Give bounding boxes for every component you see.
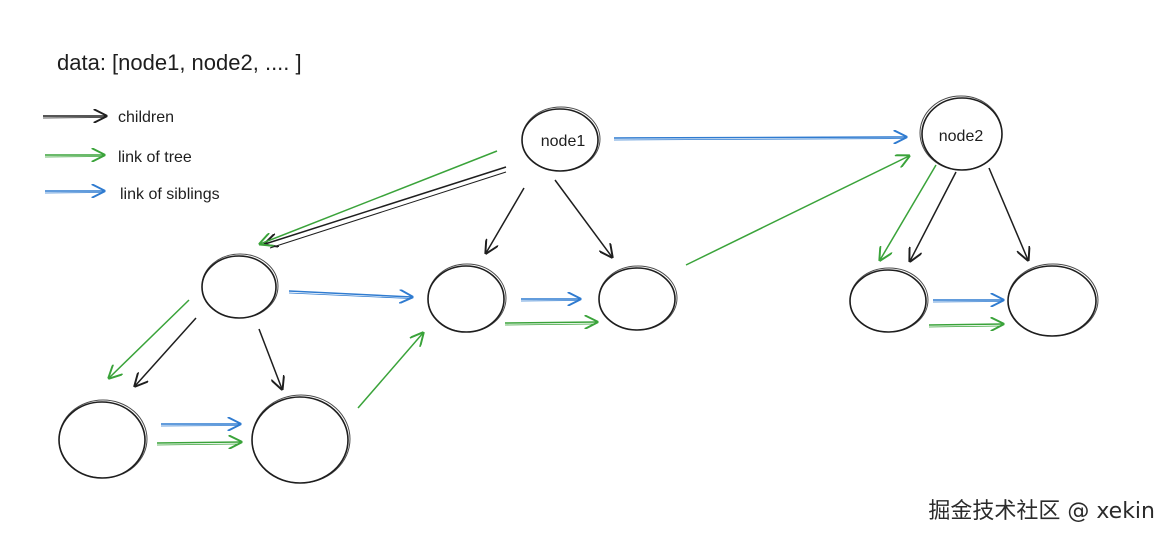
tree-link-a-d: [109, 299, 190, 378]
legend-item-siblings: link of siblings: [44, 186, 220, 203]
tree-link-node2-f: [880, 164, 937, 260]
legend-tree-label: link of tree: [118, 149, 192, 166]
sibling-link-a-b: [288, 291, 412, 297]
node-b: [427, 263, 507, 333]
node1-label: node1: [541, 133, 586, 150]
child-arrow-node1-b: [486, 187, 525, 253]
child-arrow-a-d: [135, 317, 197, 386]
child-arrow-node2-g: [988, 167, 1028, 260]
legend: children link of tree link of siblings: [42, 109, 220, 203]
legend-siblings-label: link of siblings: [120, 186, 220, 203]
node-g: [1007, 263, 1099, 337]
legend-children-label: children: [118, 109, 174, 126]
tree-link-d-e: [156, 442, 241, 443]
node-e: [251, 394, 351, 484]
children-arrows: [135, 166, 1028, 389]
node-node1: node1: [521, 106, 601, 172]
tree-link-node1-a: [260, 150, 498, 244]
watermark: 掘金技术社区 @ xekin: [928, 499, 1155, 524]
node-c: [598, 265, 678, 331]
child-arrow-node1-a: [265, 166, 507, 244]
child-arrow-node2-f: [910, 171, 957, 261]
node-node2: node2: [919, 95, 1003, 171]
tree-link-c-node2: [685, 156, 909, 266]
child-arrow-a-e: [258, 328, 282, 389]
legend-item-tree: link of tree: [44, 149, 192, 166]
node2-label: node2: [939, 128, 984, 145]
node-f: [849, 267, 929, 333]
legend-item-children: children: [42, 109, 174, 126]
diagram-title: data: [node1, node2, .... ]: [57, 50, 302, 75]
sibling-links: [160, 137, 1003, 426]
tree-link-f-g: [928, 324, 1003, 325]
node-a: [201, 253, 279, 319]
tree-link-e-b: [357, 333, 423, 409]
tree-link-b-c: [504, 322, 597, 323]
tree-links: [109, 150, 1003, 445]
child-arrow-node1-c: [554, 179, 612, 257]
node-d: [58, 399, 148, 479]
sibling-link-node1-node2: [613, 137, 906, 138]
